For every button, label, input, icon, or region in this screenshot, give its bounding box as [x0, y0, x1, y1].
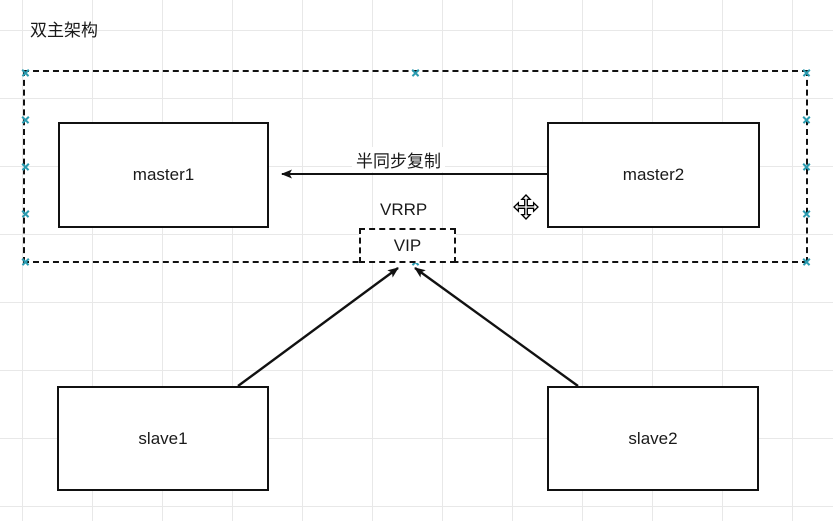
node-vip[interactable]: VIP	[359, 228, 456, 263]
node-master1[interactable]: master1	[58, 122, 269, 228]
edge-label-vrrp[interactable]: VRRP	[376, 200, 432, 220]
resize-handle-middle-right[interactable]	[802, 162, 811, 171]
resize-handle-left-upper[interactable]	[21, 115, 30, 124]
resize-handle-right-upper[interactable]	[802, 115, 811, 124]
resize-handle-top-center[interactable]	[411, 68, 420, 77]
diagram-title: 双主架构	[30, 21, 98, 40]
resize-handle-middle-left[interactable]	[21, 162, 30, 171]
edge-label-semisync[interactable]: 半同步复制	[352, 147, 445, 172]
node-slave2[interactable]: slave2	[547, 386, 759, 491]
resize-handle-right-lower[interactable]	[802, 209, 811, 218]
resize-handle-bottom-right[interactable]	[802, 257, 811, 266]
node-slave2-label: slave2	[628, 428, 678, 448]
resize-handle-top-right[interactable]	[802, 68, 811, 77]
edge-slave2-to-vip	[414, 267, 579, 387]
edge-slave1-to-vip	[237, 267, 399, 387]
node-master2-label: master2	[622, 165, 685, 184]
node-master1-label: master1	[132, 165, 195, 184]
resize-handle-top-left[interactable]	[21, 68, 30, 77]
move-cursor-icon	[513, 194, 539, 220]
node-master2[interactable]: master2	[547, 122, 760, 228]
node-vip-label: VIP	[393, 235, 422, 255]
node-slave1-label: slave1	[138, 428, 188, 448]
node-slave1[interactable]: slave1	[57, 386, 269, 491]
resize-handle-bottom-left[interactable]	[21, 257, 30, 266]
resize-handle-left-lower[interactable]	[21, 209, 30, 218]
